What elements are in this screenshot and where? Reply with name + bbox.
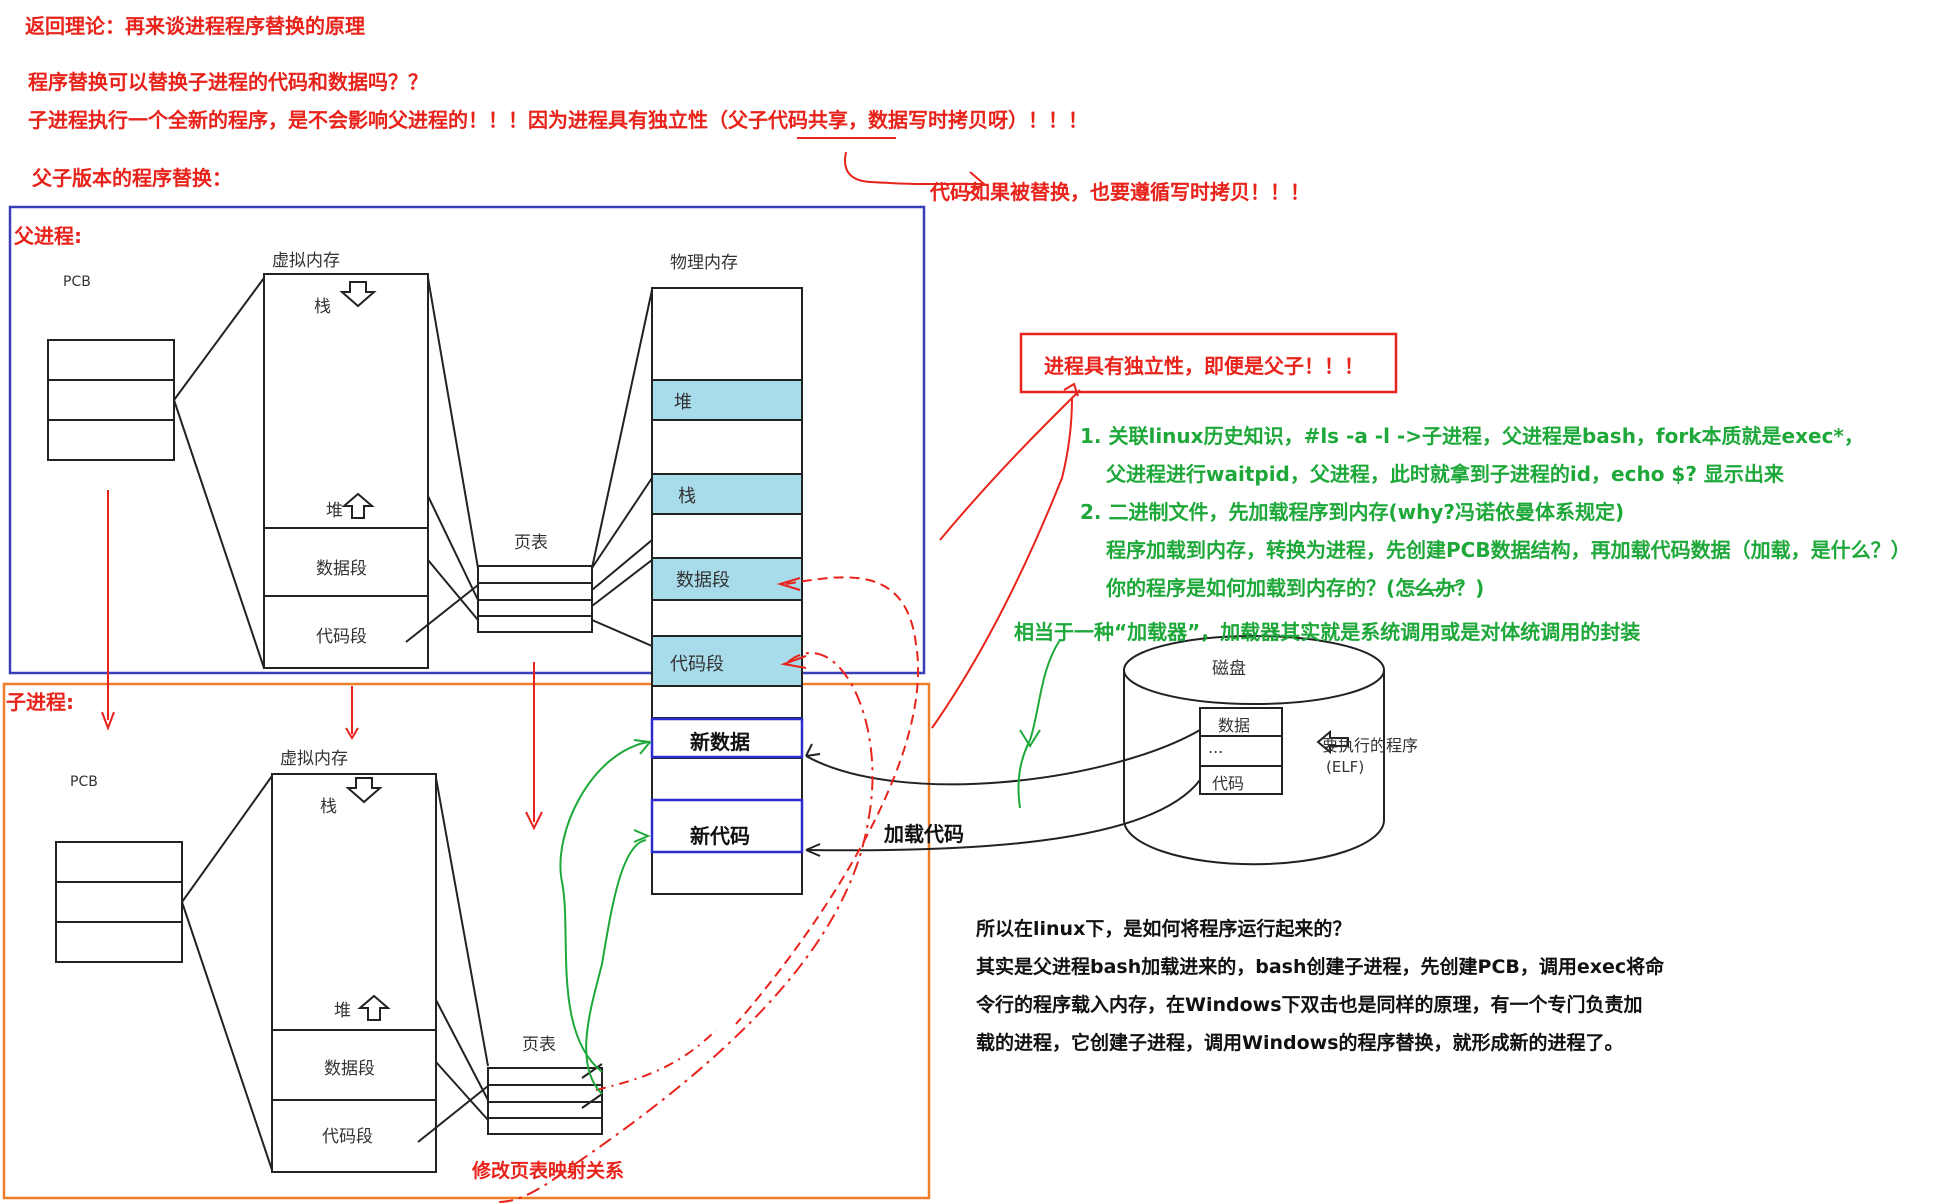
- phys-data-seg-label: 数据段: [676, 570, 730, 591]
- summary-line-4: 载的进程，它创建子进程，调用Windows的程序替换，就形成新的进程了。: [976, 1032, 1624, 1054]
- question-1: 程序替换可以替换子进程的代码和数据吗？？: [28, 70, 428, 94]
- summary-line-3: 令行的程序载入内存，在Windows下双击也是同样的原理，有一个专门负责加: [976, 994, 1643, 1016]
- child-pcb-box: [55, 775, 273, 1171]
- disk-label: 磁盘: [1212, 659, 1246, 679]
- child-vmem-label: 虚拟内存: [280, 749, 348, 769]
- child-heap-label: 堆: [334, 1001, 351, 1021]
- parent-pcb-box: [47, 277, 265, 669]
- section-heading: 父子版本的程序替换：: [32, 166, 232, 190]
- new-data-label: 新数据: [690, 730, 750, 754]
- disk-dots-label: ...: [1208, 738, 1224, 757]
- green-note-1: 1. 关联linux历史知识，#ls -a -l ->子进程，父进程是bash，…: [1080, 424, 1864, 448]
- parent-vmem-label: 虚拟内存: [272, 251, 340, 271]
- summary-line-1: 所以在linux下，是如何将程序运行起来的？: [976, 918, 1352, 940]
- parent-frame: [8, 205, 926, 675]
- disk-cylinder: [1123, 635, 1385, 866]
- child-stack-label: 栈: [320, 797, 337, 817]
- parent-stack-label: 栈: [314, 297, 331, 317]
- green-note-4: 程序加载到内存，转换为进程，先创建PCB数据结构，再加载代码数据（加载，是什么？…: [1106, 538, 1911, 562]
- child-page-table-label: 页表: [522, 1035, 556, 1055]
- parent-code-seg-label: 代码段: [316, 627, 367, 647]
- parent-heap-label: 堆: [326, 501, 343, 521]
- phys-stack-label: 栈: [678, 486, 696, 507]
- parent-page-table: [477, 289, 653, 647]
- child-vmem-box: [271, 773, 489, 1173]
- green-note-3: 2. 二进制文件，先加载程序到内存(why?冯诺依曼体系规定): [1080, 500, 1625, 524]
- child-data-seg-label: 数据段: [324, 1059, 375, 1079]
- new-code-label: 新代码: [690, 824, 750, 848]
- child-pcb-label: PCB: [70, 774, 98, 790]
- child-frame: [2, 682, 931, 1200]
- new-data-box: [650, 717, 804, 759]
- child-code-seg-label: 代码段: [322, 1127, 373, 1147]
- green-note-5: 你的程序是如何加载到内存的？(怎么办？): [1106, 576, 1485, 600]
- load-code-label: 加载代码: [884, 822, 964, 846]
- physical-memory-label: 物理内存: [670, 253, 738, 273]
- phys-heap-label: 堆: [674, 392, 692, 413]
- parent-data-seg-label: 数据段: [316, 559, 367, 579]
- summary-line-2: 其实是父进程bash加载进来的，bash创建子进程，先创建PCB，调用exec将…: [976, 956, 1665, 978]
- green-annotations: [559, 581, 1465, 1095]
- question-2: 子进程执行一个全新的程序，是不会影响父进程的！！！因为进程具有独立性（父子代码共…: [28, 108, 1088, 132]
- cow-note: 代码如果被替换，也要遵循写时拷贝！！！: [930, 180, 1310, 204]
- phys-code-seg-label: 代码段: [670, 654, 724, 675]
- independence-note: 进程具有独立性，即便是父子！！！: [1044, 354, 1364, 378]
- child-label: 子进程:: [6, 690, 74, 714]
- parent-vmem-box: [263, 273, 479, 669]
- child-page-table: [487, 1063, 603, 1135]
- red-annotations: [101, 137, 1398, 1203]
- parent-label: 父进程:: [14, 224, 82, 248]
- disk-code-label: 代码: [1212, 774, 1245, 793]
- disk-to-memory-arrows: [805, 729, 1201, 857]
- green-note-6: 相当于一种“加载器”，加载器其实就是系统调用或是对体统调用的封装: [1014, 620, 1641, 644]
- disk-data-label: 数据: [1218, 716, 1251, 735]
- elf-label: (ELF): [1326, 758, 1365, 776]
- program-label: 要执行的程序: [1322, 736, 1419, 755]
- parent-pcb-label: PCB: [63, 274, 91, 290]
- modify-page-table-note: 修改页表映射关系: [472, 1160, 625, 1182]
- green-note-2: 父进程进行waitpid，父进程，此时就拿到子进程的id，echo $? 显示出…: [1106, 462, 1784, 486]
- new-code-box: [650, 798, 804, 854]
- parent-page-table-label: 页表: [514, 533, 548, 553]
- page-title: 返回理论：再来谈进程程序替换的原理: [25, 14, 365, 38]
